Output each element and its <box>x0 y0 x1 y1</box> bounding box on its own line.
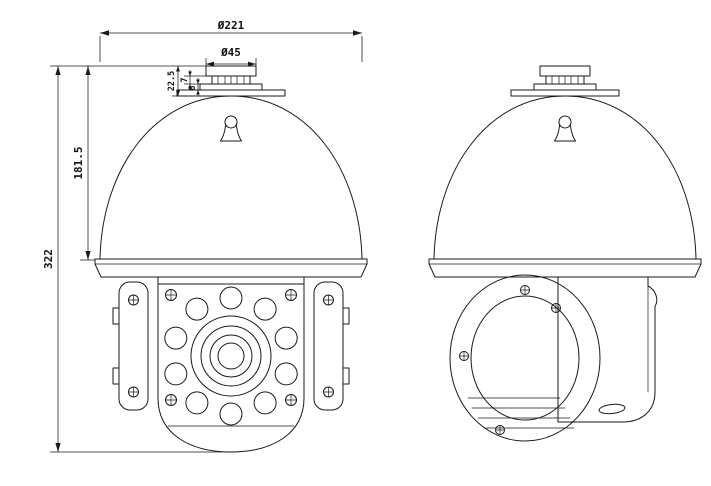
screw-icon <box>520 285 530 295</box>
dim-label-connector-height: 22.5 <box>167 71 177 91</box>
side-view <box>428 65 702 442</box>
screw-icon <box>165 289 177 301</box>
lens-assembly <box>190 315 272 397</box>
keyhole-slot <box>554 115 576 142</box>
dim-dome-diameter: Ø221 <box>99 19 363 62</box>
cable-slot <box>598 403 626 415</box>
screw-icon <box>285 394 297 406</box>
screw-icon <box>459 351 469 361</box>
dim-label-dome-height: 181.5 <box>72 146 85 179</box>
camera-top-connector <box>176 65 286 97</box>
screw-icon <box>323 386 334 398</box>
mounting-bracket-right <box>313 281 350 411</box>
dim-base-ring-height: 6 <box>188 78 200 96</box>
dim-label-dome-diameter: Ø221 <box>217 19 245 32</box>
dimension-annotations: Ø221 Ø45 322 181.5 <box>42 19 363 453</box>
dome-outline <box>94 95 368 278</box>
dim-connector-height: 22.5 <box>167 66 212 97</box>
dim-cap-diameter: Ø45 <box>205 46 257 67</box>
dome-outline <box>428 95 702 278</box>
pan-bracket-ring <box>449 274 601 442</box>
dim-label-collar-height: 7 <box>180 77 190 82</box>
screw-icon <box>128 294 139 306</box>
camera-top-connector <box>510 65 620 97</box>
front-view <box>94 65 368 453</box>
screw-icon <box>128 386 139 398</box>
screw-icon <box>285 289 297 301</box>
screw-icon <box>551 303 561 313</box>
keyhole-slot <box>220 115 242 142</box>
dim-label-overall-height: 322 <box>42 249 55 269</box>
camera-housing-front <box>157 276 305 453</box>
dim-label-base-ring-height: 6 <box>188 85 198 90</box>
dim-collar-height: 7 <box>180 70 192 90</box>
dim-dome-height: 181.5 <box>72 66 91 260</box>
screw-icon <box>323 294 334 306</box>
screw-icon <box>495 425 505 435</box>
camera-housing-side <box>557 276 658 423</box>
ir-led-array <box>164 286 298 426</box>
dim-overall-height: 322 <box>42 66 61 452</box>
screw-icon <box>165 394 177 406</box>
mounting-bracket-left <box>112 281 149 411</box>
dim-label-cap-diameter: Ø45 <box>220 46 241 59</box>
